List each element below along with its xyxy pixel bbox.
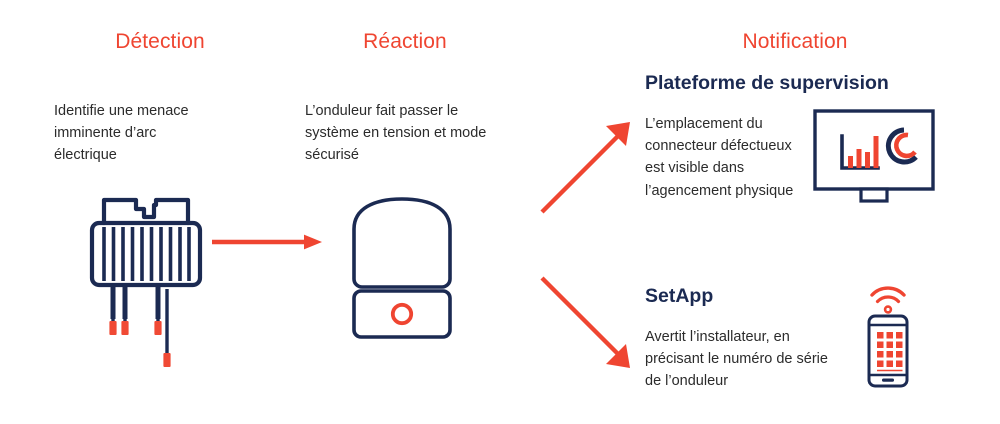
monitor-dashboard-icon	[813, 109, 935, 203]
subheading-plateforme-de-supervision: Plateforme de supervision	[645, 72, 889, 94]
body-plateforme-de-supervision: L’emplacement du connecteur défectueux e…	[645, 116, 794, 199]
power-optimizer-icon	[89, 197, 203, 367]
body-setapp: Avertit l’installateur, en précisant le …	[645, 329, 828, 390]
wifi-signal-icon	[870, 286, 906, 314]
connector-tip-group	[109, 321, 171, 367]
smartphone-wifi-icon	[867, 286, 909, 388]
status-led-icon	[390, 302, 414, 326]
column-heading-notification: Notification	[742, 30, 848, 53]
column-heading-reaction: Réaction	[363, 30, 447, 53]
inverter-icon	[352, 197, 452, 339]
arrow-reaction-to-platform	[540, 122, 630, 214]
column-body-reaction: L’onduleur fait passer le système en ten…	[305, 103, 487, 164]
bar-chart-bars	[848, 136, 879, 168]
column-body-detection: Identifie une menace imminente d’arc éle…	[54, 103, 189, 164]
donut-chart-glyph	[885, 127, 918, 165]
subheading-setapp: SetApp	[645, 285, 714, 307]
keypad-grid	[877, 332, 903, 367]
column-heading-detection: Détection	[115, 30, 205, 53]
arrow-reaction-to-setapp	[540, 276, 630, 368]
arrow-detection-to-reaction	[212, 234, 322, 250]
